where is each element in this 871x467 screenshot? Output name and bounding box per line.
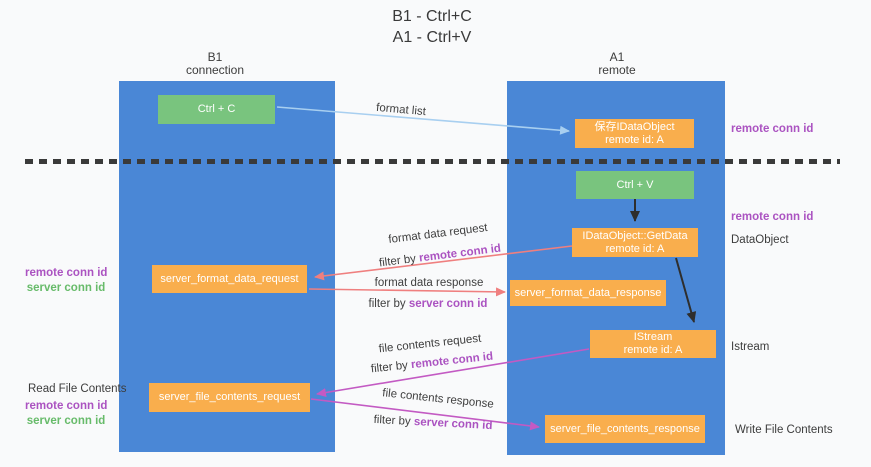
label-format-data-request: format data request — [387, 221, 489, 247]
node-idataobject-getdata: IDataObject::GetData remote id: A — [572, 228, 698, 257]
title-line-2: A1 - Ctrl+V — [392, 29, 472, 46]
lane-a1-name: A1 — [609, 50, 625, 64]
filter-by-prefix: filter by — [370, 359, 409, 376]
node-istream: IStream remote id: A — [590, 330, 716, 358]
left-conn-id-stack-bottom: remote conn id server conn id — [25, 399, 107, 429]
node-save-idataobject-line2: remote id: A — [605, 133, 664, 146]
title-line-1: B1 - Ctrl+C — [392, 8, 472, 25]
side-istream: Istream — [731, 341, 770, 353]
node-idataobject-getdata-line1: IDataObject::GetData — [582, 229, 688, 242]
left-remote-conn-id-1: remote conn id — [25, 267, 108, 279]
left-remote-conn-id-2: remote conn id — [25, 400, 108, 412]
filter-by-prefix: filter by — [373, 413, 411, 428]
filter-by-prefix: filter by — [368, 298, 406, 310]
remote-conn-id-highlight: remote conn id — [410, 350, 494, 372]
label-format-data-response: format data response — [374, 277, 484, 289]
node-ctrl-c: Ctrl + C — [158, 95, 275, 124]
lane-b1-subtitle: connection — [185, 63, 245, 77]
server-conn-id-highlight: server conn id — [413, 416, 493, 433]
remote-conn-id-highlight: remote conn id — [418, 242, 502, 265]
node-server-format-data-request-label: server_format_data_request — [160, 272, 299, 285]
side-dataobject: DataObject — [731, 234, 789, 246]
side-remote-conn-id-top: remote conn id — [731, 123, 814, 135]
left-read-file-contents: Read File Contents — [28, 383, 127, 395]
node-server-format-data-request: server_format_data_request — [152, 265, 307, 293]
lane-a1-subtitle: remote — [598, 63, 636, 77]
label-filter-by-remote-1: filter by remote conn id — [378, 243, 501, 270]
label-filter-by-server-2: filter by server conn id — [373, 414, 492, 432]
dashed-separator-line — [25, 159, 840, 164]
node-server-file-contents-request: server_file_contents_request — [149, 383, 310, 412]
node-save-idataobject: 保存IDataObject remote id: A — [575, 119, 694, 148]
node-istream-line1: IStream — [633, 331, 673, 343]
node-save-idataobject-line1: 保存IDataObject — [594, 120, 675, 133]
left-server-conn-id-2: server conn id — [26, 415, 106, 427]
node-ctrl-v-label: Ctrl + V — [616, 178, 654, 191]
label-file-contents-request: file contents request — [378, 332, 482, 356]
label-format-list: format list — [375, 101, 427, 119]
node-server-format-data-response-label: server_format_data_response — [514, 286, 662, 299]
server-conn-id-highlight: server conn id — [408, 298, 488, 310]
left-server-conn-id-1: server conn id — [26, 282, 106, 294]
side-remote-conn-id-mid: remote conn id — [731, 211, 814, 223]
node-ctrl-v: Ctrl + V — [576, 171, 694, 199]
node-istream-line2: remote id: A — [623, 344, 683, 356]
label-filter-by-server-1: filter by server conn id — [369, 298, 488, 310]
diagram-title: B1 - Ctrl+C A1 - Ctrl+V — [332, 6, 532, 48]
node-server-file-contents-response-label: server_file_contents_response — [550, 422, 700, 435]
lane-header-b1: B1 connection — [155, 51, 275, 77]
label-file-contents-response: file contents response — [381, 387, 495, 411]
node-server-file-contents-response: server_file_contents_response — [545, 415, 705, 443]
node-server-format-data-response: server_format_data_response — [510, 280, 666, 306]
node-ctrl-c-label: Ctrl + C — [197, 103, 236, 115]
filter-by-prefix: filter by — [378, 253, 417, 270]
node-idataobject-getdata-line2: remote id: A — [605, 242, 665, 255]
lane-header-a1: A1 remote — [557, 51, 677, 77]
arrow-format-data-response — [308, 287, 506, 297]
node-server-file-contents-request-label: server_file_contents_request — [158, 391, 301, 403]
side-write-file-contents: Write File Contents — [735, 424, 833, 436]
lane-b1-name: B1 — [207, 50, 223, 64]
left-conn-id-stack-top: remote conn id server conn id — [25, 266, 107, 296]
